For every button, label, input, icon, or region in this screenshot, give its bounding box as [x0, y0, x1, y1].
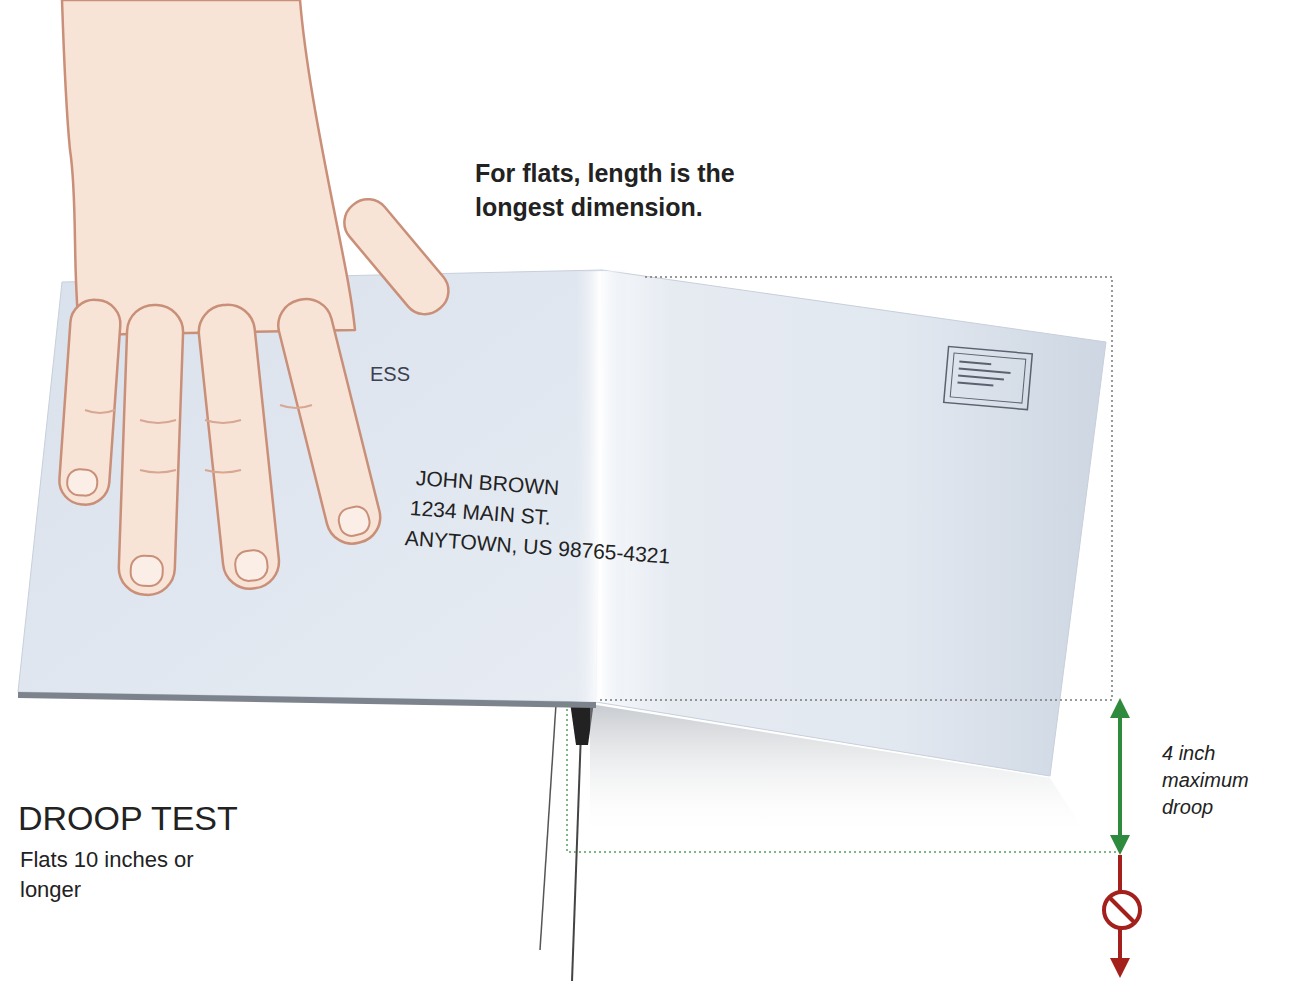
- envelope-edge: [18, 692, 596, 708]
- droop-arrow: [1118, 708, 1122, 845]
- prohibited-symbol: [1104, 855, 1140, 968]
- subtitle: Flats 10 inches or longer: [20, 845, 205, 905]
- envelope-flat: [18, 270, 602, 702]
- palm: [62, 0, 355, 335]
- table-line: [540, 704, 556, 950]
- flat-position-outline: [600, 277, 1112, 700]
- finger: [118, 304, 184, 596]
- dimension-label: 4 inch maximum droop: [1162, 740, 1274, 821]
- finger: [273, 293, 386, 549]
- table-edge: [540, 702, 594, 981]
- table-line: [572, 704, 582, 981]
- note: For flats, length is the longest dimensi…: [475, 156, 855, 224]
- droop-zone-outline: [567, 704, 1116, 852]
- thumb: [335, 190, 457, 323]
- hand: [58, 0, 458, 596]
- fold-highlight: [572, 270, 628, 702]
- title: DROOP TEST: [18, 798, 238, 838]
- finger: [58, 298, 122, 506]
- stamp-box: [944, 347, 1033, 410]
- address-fragment: ESS: [370, 362, 410, 387]
- finger: [196, 302, 281, 591]
